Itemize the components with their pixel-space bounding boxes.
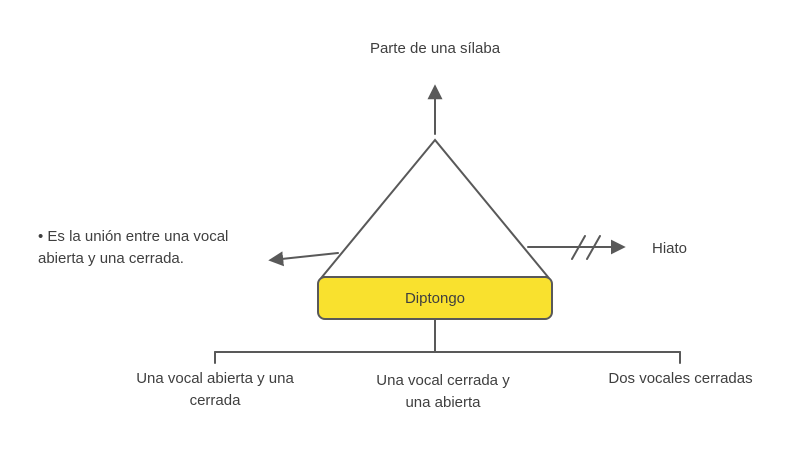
bottom-label-abierta-cerrada: Una vocal abierta y una cerrada (136, 370, 294, 409)
bottom-label-dos-cerradas: Dos vocales cerradas (608, 370, 753, 387)
arrow-left (268, 251, 339, 267)
diptongo-box (317, 276, 553, 320)
hiato-slash-2 (586, 235, 601, 260)
right-label: Hiato (652, 240, 688, 257)
triangle-shape (319, 138, 551, 278)
hiato-slash-1 (571, 235, 586, 260)
top-label: Parte de una sílaba (369, 40, 501, 57)
bottom-label-cerrada-abierta: Una vocal cerrada y una abierta (376, 372, 510, 411)
diptongo-label: Diptongo (404, 289, 466, 307)
left-note: • Es la unión entre una vocal abierta y … (38, 228, 229, 267)
